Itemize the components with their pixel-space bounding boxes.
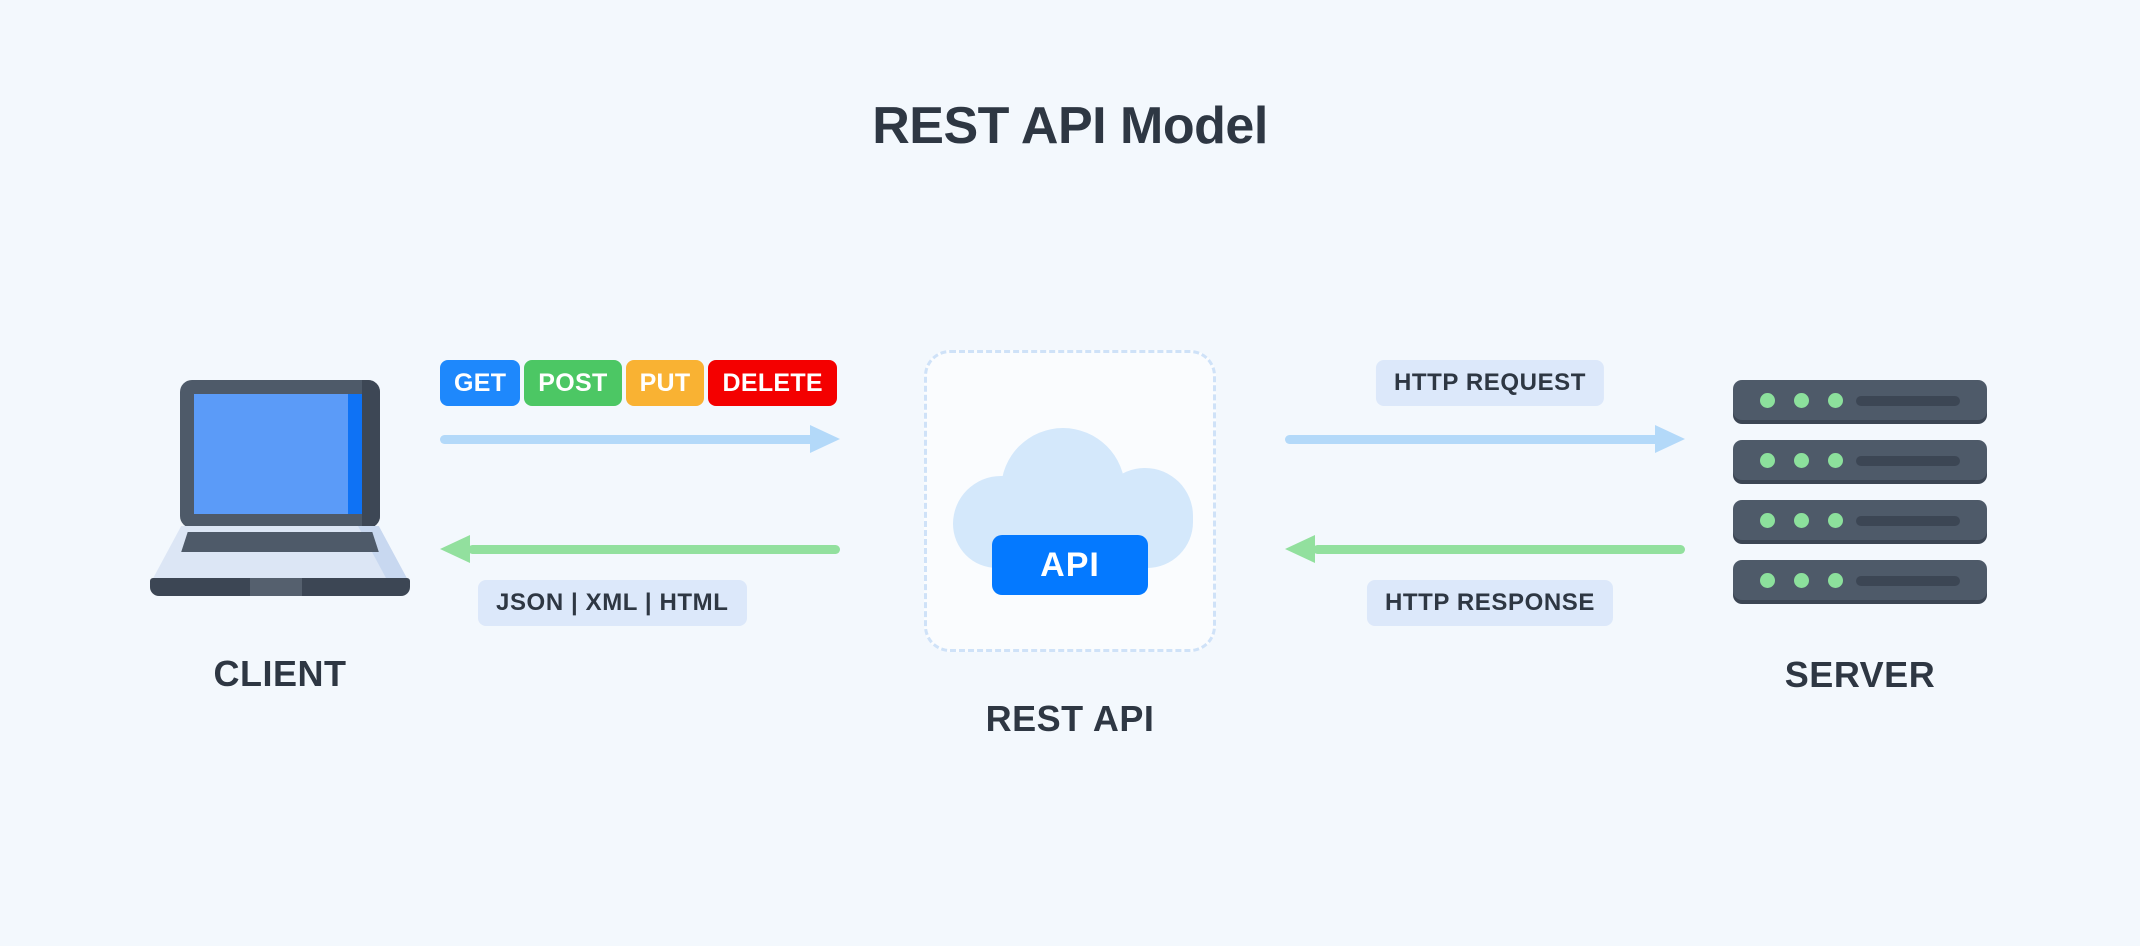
arrow-shaft: [440, 435, 818, 444]
client-request-arrow: [440, 425, 840, 453]
server-node: SERVER: [1640, 380, 2080, 696]
server-led-icon: [1794, 573, 1809, 588]
server-led-icon: [1828, 393, 1843, 408]
http-method-badges: GET POST PUT DELETE: [440, 360, 840, 406]
server-slot: [1856, 456, 1960, 466]
server-unit-body: [1733, 440, 1987, 480]
server-unit: [1733, 560, 1987, 607]
arrow-head-left: [1285, 535, 1315, 563]
method-badge-get[interactable]: GET: [440, 360, 521, 406]
server-stack-icon: [1733, 380, 1987, 608]
laptop-screen-edge: [348, 394, 366, 514]
server-slot: [1856, 396, 1960, 406]
api-badge[interactable]: API: [992, 535, 1148, 595]
http-request-pill: HTTP REQUEST: [1375, 360, 1605, 406]
server-response-arrow: [1285, 535, 1685, 563]
api-server-flow: HTTP REQUEST HTTP RESPONSE: [1285, 340, 1695, 670]
server-led-icon: [1794, 393, 1809, 408]
server-unit: [1733, 440, 1987, 487]
server-led-icon: [1794, 453, 1809, 468]
rest-api-node: API REST API: [850, 350, 1290, 740]
laptop-trackpad: [250, 578, 302, 596]
laptop-lid-shadow: [362, 380, 380, 528]
server-unit: [1733, 380, 1987, 427]
server-slot: [1856, 576, 1960, 586]
server-led-icon: [1828, 513, 1843, 528]
server-led-icon: [1828, 573, 1843, 588]
server-led-icon: [1794, 513, 1809, 528]
arrow-head-right: [1655, 425, 1685, 453]
arrow-head-left: [440, 535, 470, 563]
laptop-lid: [180, 380, 380, 528]
http-response-pill: HTTP RESPONSE: [1366, 580, 1614, 626]
server-led-icon: [1828, 453, 1843, 468]
arrow-shaft: [468, 545, 840, 554]
server-led-icon: [1760, 453, 1775, 468]
method-badge-delete[interactable]: DELETE: [708, 360, 837, 406]
server-led-icon: [1760, 573, 1775, 588]
server-unit-body: [1733, 560, 1987, 600]
response-formats-pill: JSON | XML | HTML: [478, 580, 747, 626]
server-unit-body: [1733, 500, 1987, 540]
server-slot: [1856, 516, 1960, 526]
page-title: REST API Model: [872, 97, 1268, 155]
server-unit: [1733, 500, 1987, 547]
server-request-arrow: [1285, 425, 1685, 453]
server-led-icon: [1760, 513, 1775, 528]
client-node: CLIENT: [60, 380, 500, 695]
client-response-arrow: [440, 535, 840, 563]
arrow-shaft: [1313, 545, 1685, 554]
method-badge-post[interactable]: POST: [524, 360, 622, 406]
client-label: CLIENT: [213, 653, 347, 694]
laptop-icon: [150, 380, 410, 605]
laptop-screen: [194, 394, 366, 514]
rest-api-label: REST API: [985, 698, 1155, 739]
method-badge-put[interactable]: PUT: [625, 360, 705, 406]
client-api-flow: GET POST PUT DELETE JSON | XML | HTML: [440, 340, 850, 670]
arrow-head-right: [810, 425, 840, 453]
server-unit-body: [1733, 380, 1987, 420]
laptop-keyboard: [181, 532, 379, 552]
server-label: SERVER: [1784, 654, 1936, 695]
arrow-shaft: [1285, 435, 1663, 444]
rest-api-card: API: [924, 350, 1216, 652]
server-led-icon: [1760, 393, 1775, 408]
